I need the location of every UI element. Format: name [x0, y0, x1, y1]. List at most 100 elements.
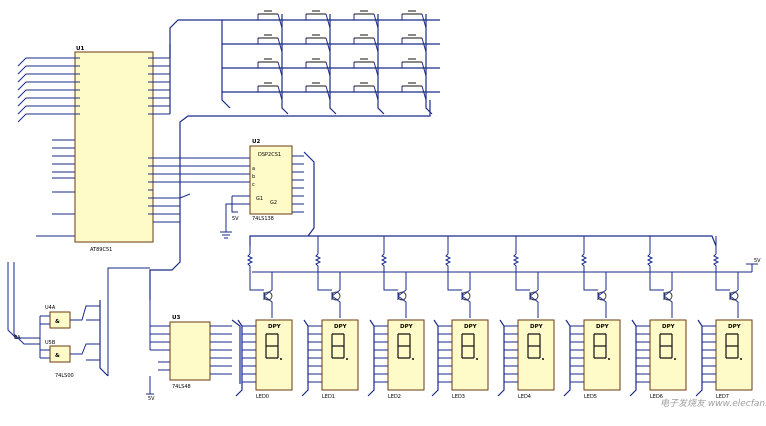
driver-wire	[715, 272, 730, 291]
driver-name: 74LS48	[172, 384, 191, 390]
keypad-left-bus	[221, 20, 231, 109]
keypad-button	[354, 58, 374, 63]
base-resistor	[712, 253, 720, 272]
mcu-output-lines	[149, 19, 431, 300]
svg-text:DPY: DPY	[334, 324, 348, 330]
keypad-button-lead	[401, 37, 427, 53]
digit-drivers	[246, 236, 739, 318]
transistor-leads	[331, 289, 341, 318]
base-resistor	[314, 253, 322, 272]
keypad-button	[402, 10, 422, 15]
keypad-button	[258, 82, 278, 87]
base-resistor	[646, 253, 654, 272]
svg-text:c: c	[252, 182, 255, 188]
mcu-pins	[75, 57, 153, 215]
svg-text:DPY: DPY	[464, 324, 478, 330]
mcu-ref: U1	[76, 46, 84, 52]
svg-text:5V: 5V	[232, 216, 239, 222]
display-label: LED6	[650, 394, 663, 400]
segment-driver-chip: U3 74LS48 5V	[146, 300, 241, 402]
keypad-button	[306, 58, 326, 63]
transistor-leads	[729, 289, 739, 318]
display-label: LED0	[256, 394, 269, 400]
keypad-button	[306, 10, 326, 15]
display-label: LED5	[584, 394, 597, 400]
svg-text:DPY: DPY	[400, 324, 414, 330]
transistor-leads	[461, 289, 471, 318]
seven-segment-display: DPY LED6	[629, 319, 687, 400]
display-label: LED1	[322, 394, 335, 400]
keypad-button-lead	[257, 85, 283, 101]
base-resistor	[512, 253, 520, 272]
svg-text:DPY: DPY	[728, 324, 742, 330]
keypad-button-lead	[353, 13, 379, 29]
decoder-chip: U2 74LS138 DSP2CS1 a b c G1 G2 5V	[220, 139, 717, 247]
keypad-button	[258, 58, 278, 63]
keypad-col-wire	[281, 14, 289, 115]
svg-text:b: b	[252, 174, 255, 180]
display-label: LED4	[518, 394, 531, 400]
driver-wire	[583, 272, 598, 291]
display-label: LED3	[452, 394, 465, 400]
base-resistor	[380, 253, 388, 272]
svg-text:G2: G2	[270, 200, 277, 206]
base-resistor	[580, 253, 588, 272]
svg-text:a: a	[252, 166, 255, 172]
svg-text:EA: EA	[14, 335, 21, 341]
transistor-leads	[263, 289, 273, 318]
gate-a-ref: U4A	[45, 305, 56, 311]
seven-segment-display: DPY LED2	[367, 319, 425, 400]
keypad-col-wire	[377, 14, 385, 115]
display-label: LED2	[388, 394, 401, 400]
keypad-button-lead	[305, 37, 331, 53]
display-label: LED7	[716, 394, 729, 400]
keypad-button-lead	[257, 13, 283, 29]
transistor-leads	[397, 289, 407, 318]
driver-wire	[249, 272, 264, 291]
driver-wire	[515, 272, 530, 291]
driver-wire	[383, 272, 398, 291]
mcu-chip: U1 AT89C51	[74, 46, 154, 253]
svg-text:DSP2CS1: DSP2CS1	[258, 152, 281, 158]
keypad-button	[306, 82, 326, 87]
svg-text:DPY: DPY	[662, 324, 676, 330]
svg-text:&: &	[55, 319, 60, 325]
mcu-input-lines	[17, 57, 75, 237]
base-resistor	[444, 253, 452, 272]
keypad-button-lead	[353, 85, 379, 101]
keypad-button-lead	[353, 61, 379, 77]
seven-segment-display: DPY LED5	[563, 319, 621, 400]
keypad-button-lead	[401, 85, 427, 101]
keypad-button-lead	[305, 61, 331, 77]
keypad-button	[258, 10, 278, 15]
driver-wire	[649, 272, 664, 291]
keypad-button-lead	[305, 13, 331, 29]
transistor-leads	[529, 289, 539, 318]
keypad-button-lead	[353, 37, 379, 53]
seven-segment-display: DPY LED4	[497, 319, 555, 400]
decoder-name: 74LS138	[252, 216, 274, 222]
keypad-button	[354, 34, 374, 39]
svg-text:5V: 5V	[148, 396, 155, 402]
keypad-button-lead	[257, 61, 283, 77]
svg-text:&: &	[55, 353, 60, 359]
svg-text:DPY: DPY	[268, 324, 282, 330]
keypad-button-lead	[257, 37, 283, 53]
keypad-button	[354, 10, 374, 15]
seven-segment-display: DPY LED1	[301, 319, 359, 400]
keypad-button-lead	[401, 61, 427, 77]
seven-segment-display: DPY LED3	[431, 319, 489, 400]
svg-text:DPY: DPY	[596, 324, 610, 330]
keypad-matrix	[221, 10, 440, 115]
keypad-button-lead	[401, 13, 427, 29]
watermark: 电子发烧友 www.elecfans.com	[660, 398, 766, 409]
gate-b-ref: U5B	[45, 340, 56, 346]
keypad-button	[402, 58, 422, 63]
driver-wire	[447, 272, 462, 291]
svg-text:DPY: DPY	[530, 324, 544, 330]
svg-text:74LS00: 74LS00	[55, 373, 74, 379]
mcu-name: AT89C51	[90, 247, 112, 253]
vcc-rail: 5V	[252, 258, 761, 273]
seven-segment-display: DPY LED7	[695, 319, 753, 400]
